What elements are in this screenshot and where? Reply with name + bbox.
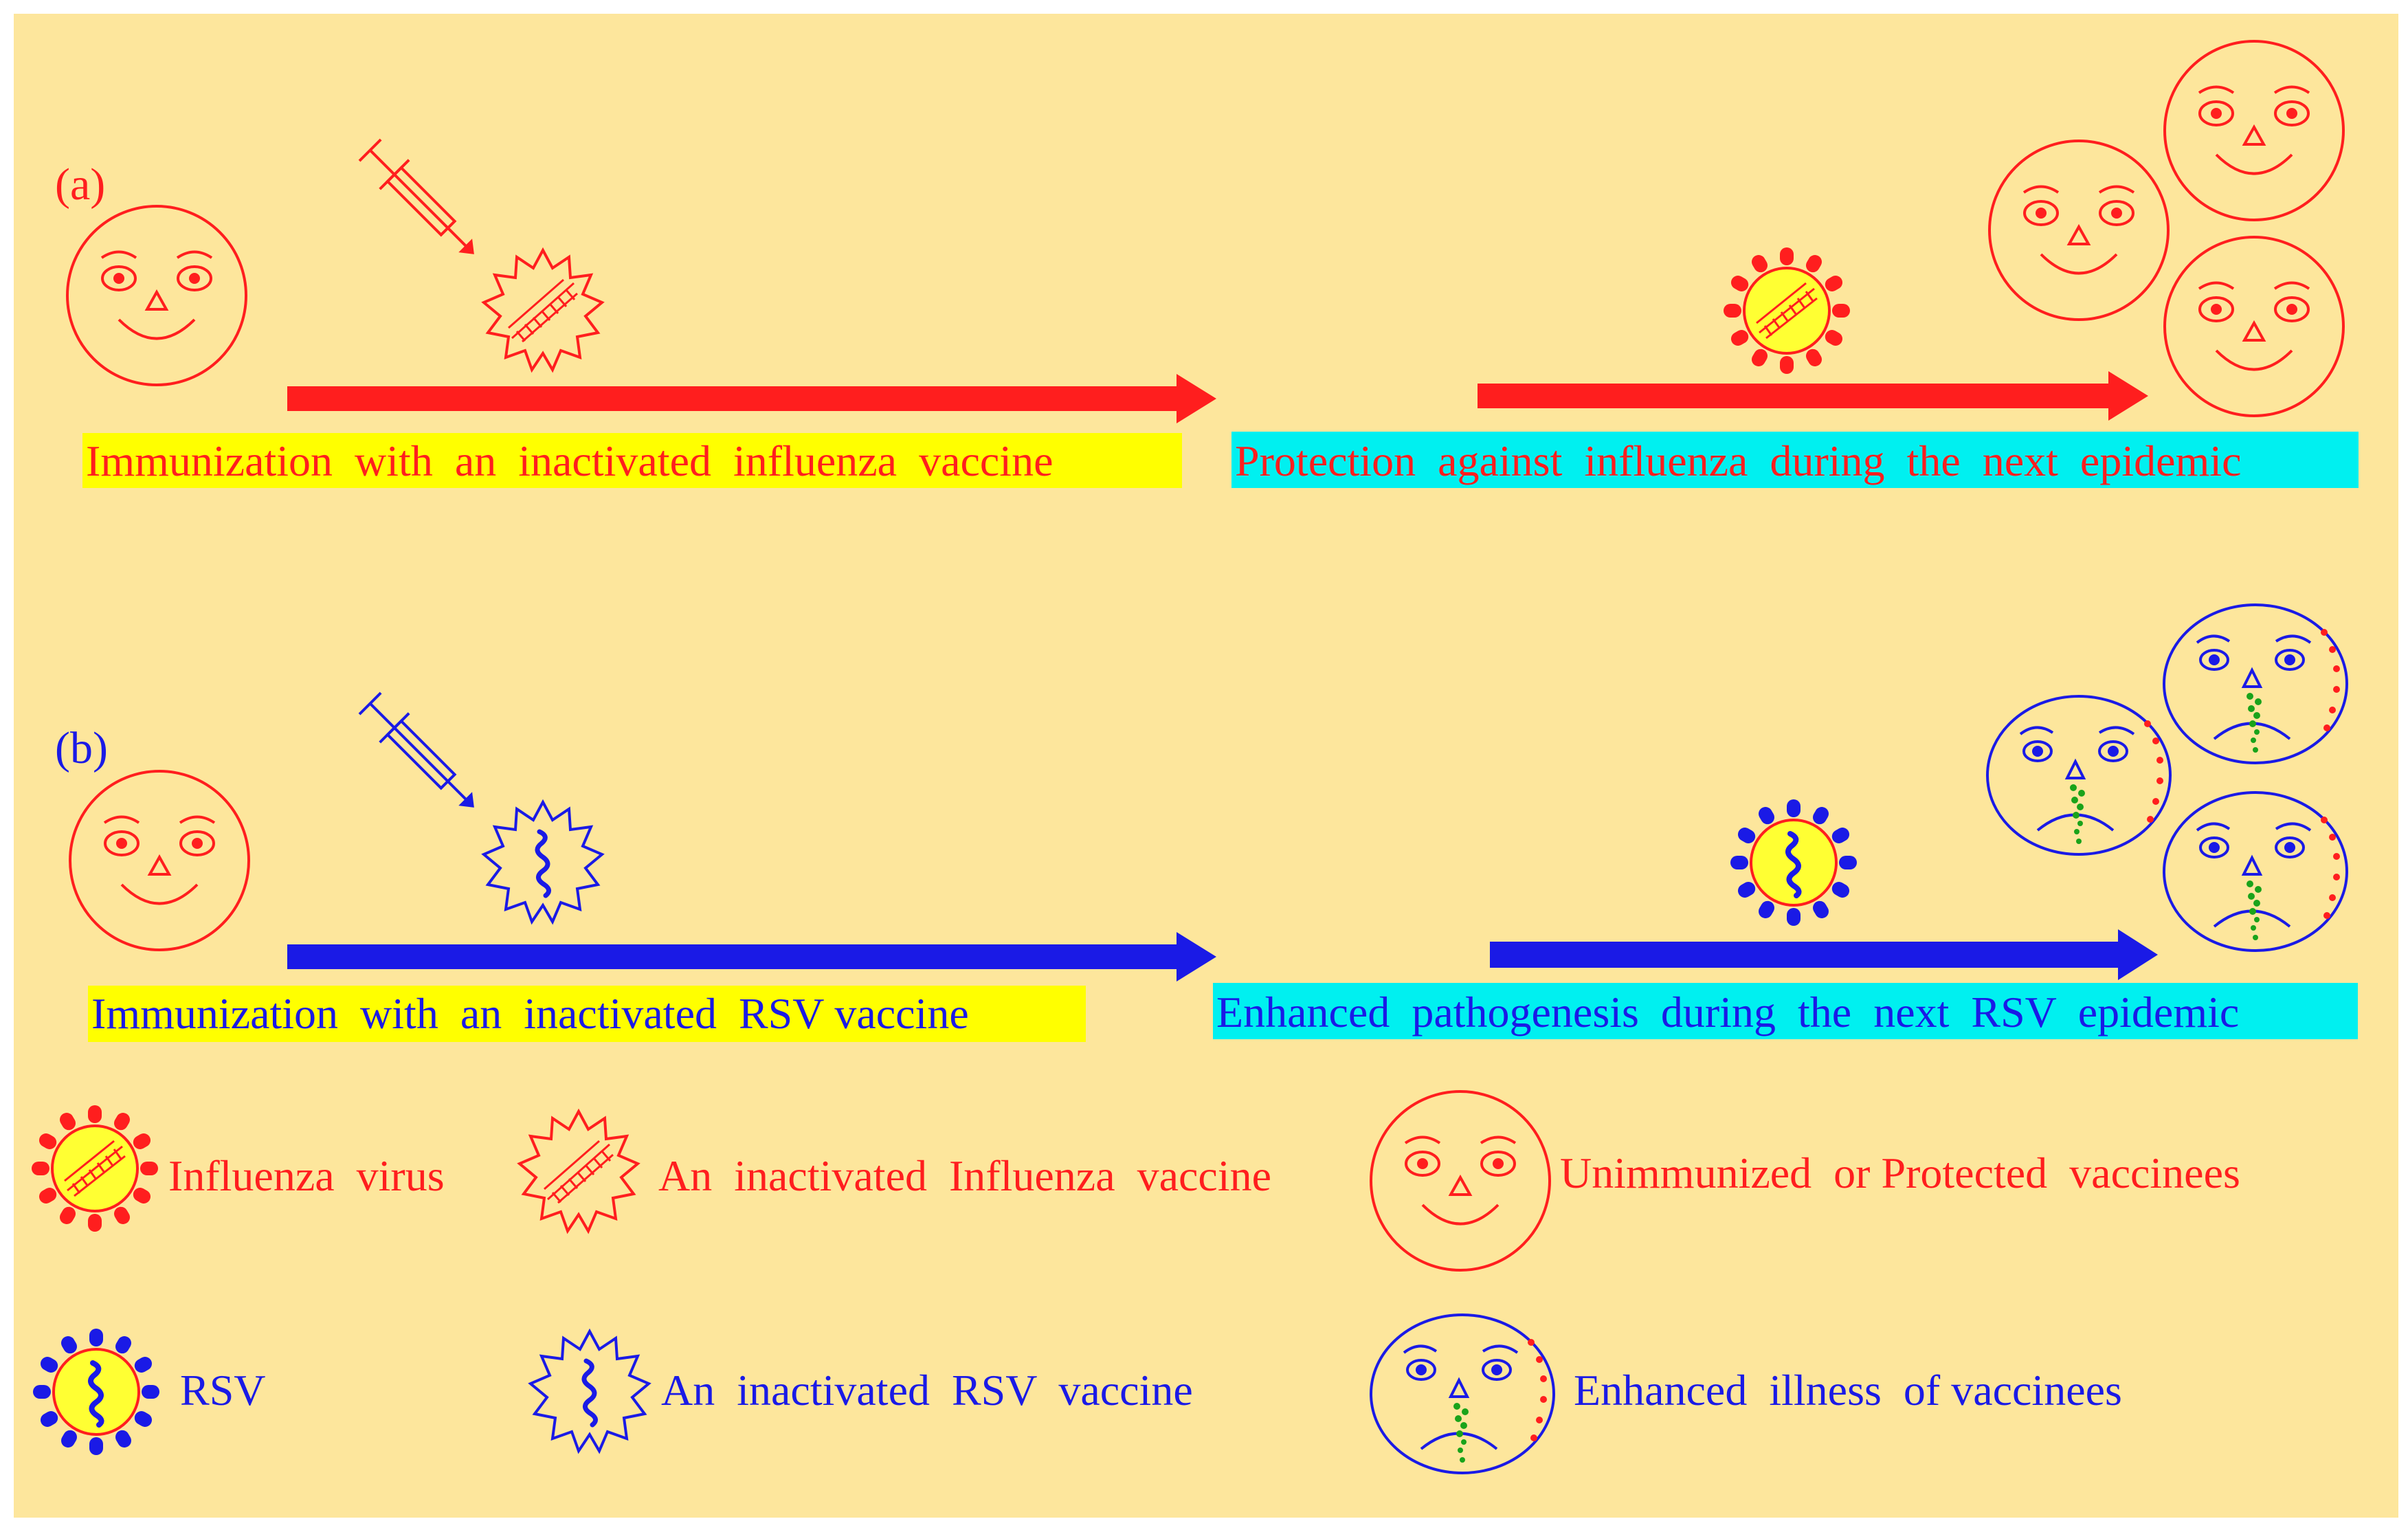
arrow-a2 xyxy=(1478,371,2148,421)
legend-rsv-vaccine: An inactivated RSV vaccine xyxy=(661,1366,1193,1415)
arrow-b1 xyxy=(287,932,1216,982)
arrow-a1 xyxy=(287,374,1216,423)
background xyxy=(14,14,2398,1518)
legend-influenza-vaccine: An inactivated Influenza vaccine xyxy=(658,1151,1271,1200)
label-bg-a1 xyxy=(82,433,1182,488)
legend-happy-face: Unimmunized or Protected vaccinees xyxy=(1560,1149,2240,1197)
step-a1-label: Immunization with an inactivated influen… xyxy=(86,436,1053,485)
panel-a-label: (a) xyxy=(55,159,105,210)
arrow-b2 xyxy=(1490,929,2158,980)
step-b1-label: Immunization with an inactivated RSV vac… xyxy=(91,989,969,1038)
label-bg-b1 xyxy=(88,986,1086,1042)
legend-influenza-virus: Influenza virus xyxy=(168,1151,445,1200)
step-a2-label: Protection against influenza during the … xyxy=(1235,436,2241,485)
panel-b-label: (b) xyxy=(55,723,108,773)
label-bg-b2 xyxy=(1213,983,2358,1039)
label-bg-a2 xyxy=(1231,432,2359,488)
legend-rsv: RSV xyxy=(180,1366,266,1415)
legend-sick-face: Enhanced illness of vaccinees xyxy=(1574,1366,2122,1415)
step-b2-label: Enhanced pathogenesis during the next RS… xyxy=(1216,988,2239,1036)
